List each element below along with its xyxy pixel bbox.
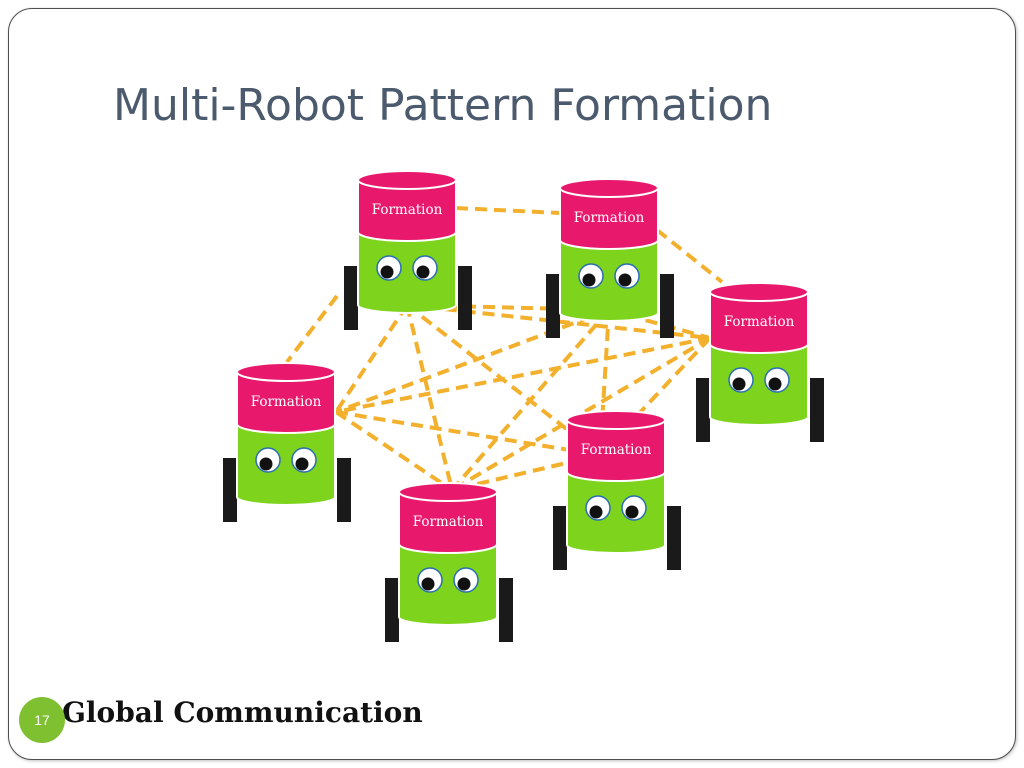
communication-link-r1-r4 [334, 303, 409, 414]
robot-label: Formation [251, 394, 322, 410]
robot-body [709, 331, 809, 426]
communication-link-r4-r6 [334, 410, 454, 492]
robot-r3: Formation [696, 282, 824, 442]
robot-label: Formation [581, 442, 652, 458]
wheel-left [696, 378, 710, 442]
robot-body [559, 227, 659, 322]
slide-number-badge: 17 [19, 697, 65, 743]
communication-link-r2-r4 [335, 308, 610, 414]
robot-cap [357, 179, 457, 242]
communication-link-r3-r4 [335, 336, 711, 414]
robot-body [236, 411, 336, 506]
robot-cap [236, 371, 336, 434]
wheel-right [337, 458, 351, 522]
wheel-right [810, 378, 824, 442]
robot-body [357, 219, 457, 314]
robot-cap [559, 187, 659, 250]
caption: Global Communication [62, 696, 423, 729]
robot-body [398, 531, 498, 626]
wheel-left [223, 458, 237, 522]
wheel-left [553, 506, 567, 570]
communication-link-r2-r3-top [655, 228, 724, 284]
communication-link-r1-r4-side [285, 294, 339, 364]
wheel-right [660, 274, 674, 338]
robot-label: Formation [724, 314, 795, 330]
robot-label: Formation [413, 514, 484, 530]
communication-link-r2-r3 [608, 308, 711, 340]
robot-pupil [421, 577, 435, 591]
robot-pupil [732, 377, 746, 391]
robot-pupil [295, 457, 309, 471]
wheel-right [499, 578, 513, 642]
robot-pupil [457, 577, 471, 591]
robot-cap-top [398, 482, 498, 502]
communication-link-r3-r6 [450, 336, 712, 492]
communication-link-r1-r2-top [455, 206, 561, 215]
robot-label: Formation [574, 210, 645, 226]
robot-body [566, 459, 666, 554]
robot-cap [398, 491, 498, 554]
wheel-right [458, 266, 472, 330]
robot-pupil [768, 377, 782, 391]
robot-label: Formation [372, 202, 443, 218]
wheel-left [344, 266, 358, 330]
robot-cap-top [357, 170, 457, 190]
robot-cap-top [709, 282, 809, 302]
wheel-right [667, 506, 681, 570]
robot-r4: Formation [223, 362, 351, 522]
wheel-left [385, 578, 399, 642]
wheel-left [546, 274, 560, 338]
robot-pupil [625, 505, 639, 519]
robot-pupil [259, 457, 273, 471]
robot-cap [566, 419, 666, 482]
robot-cap [709, 291, 809, 354]
robot-pupil [380, 265, 394, 279]
robot-cap-top [566, 410, 666, 430]
robot-r5: Formation [553, 410, 681, 570]
robot-pupil [589, 505, 603, 519]
robot-r2: Formation [546, 178, 674, 338]
robot-r1: Formation [344, 170, 472, 330]
communication-link-r2-r6 [450, 308, 611, 492]
robot-cap-top [236, 362, 336, 382]
robot-pupil [582, 273, 596, 287]
communication-link-r1-r6 [405, 304, 454, 491]
robot-pupil [416, 265, 430, 279]
slide-title: Multi-Robot Pattern Formation [113, 80, 773, 131]
robot-pupil [618, 273, 632, 287]
robot-cap-top [559, 178, 659, 198]
slide-number: 17 [34, 712, 50, 728]
robot-r6: Formation [385, 482, 513, 642]
communication-link-r1-r2 [406, 303, 610, 312]
communication-link-r4-r5 [335, 410, 601, 457]
